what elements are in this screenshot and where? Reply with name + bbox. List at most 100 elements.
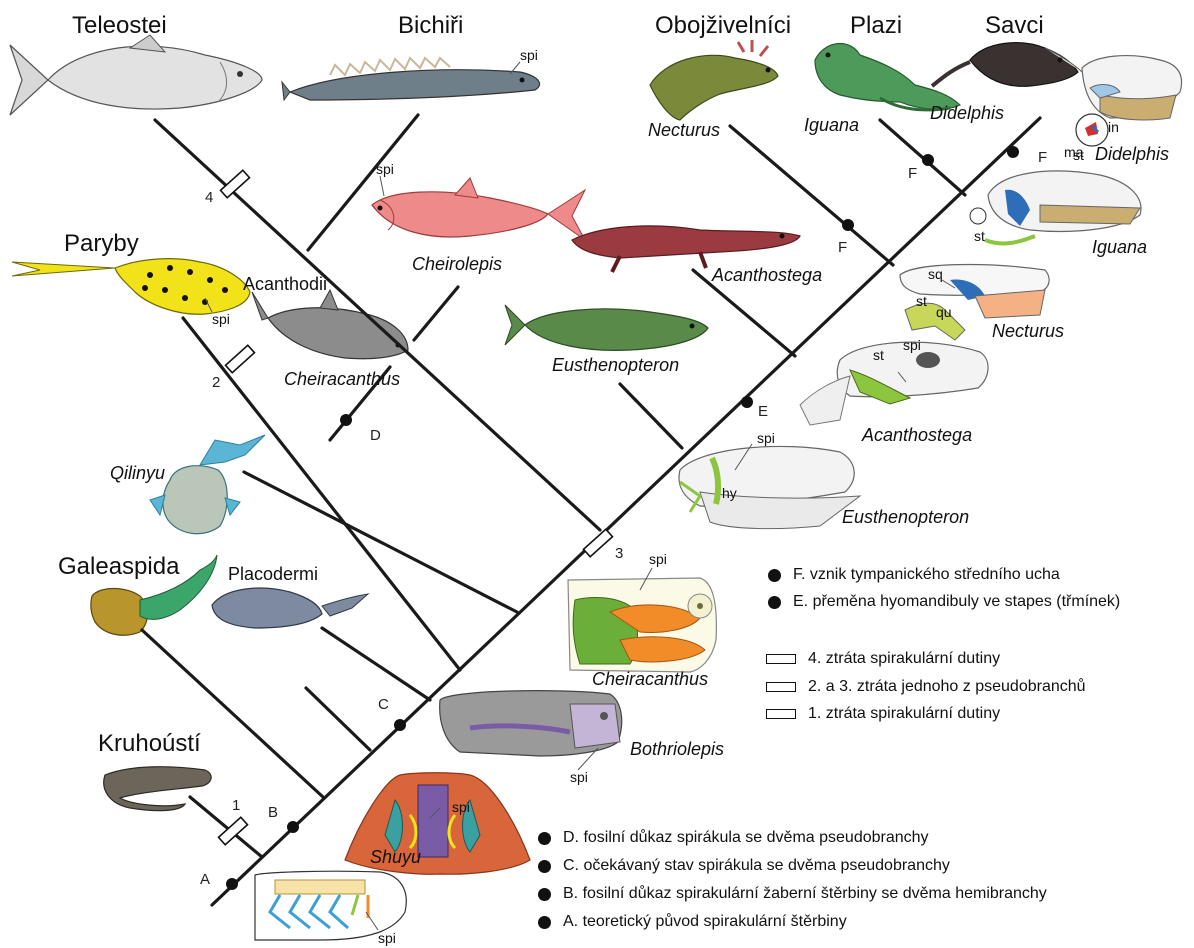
taxon-iguana-skull: Iguana	[1092, 238, 1147, 256]
eusthenopteron-illustration	[505, 305, 708, 350]
legend-top-item: 4. ztráta spirakulární dutiny	[766, 650, 1000, 668]
label-galeaspida: Galeaspida	[58, 555, 179, 579]
hy-label-eusthenopteron: hy	[722, 486, 737, 500]
cheiracanthus-head-diagram	[568, 578, 716, 672]
legend-dot-icon	[538, 916, 551, 929]
st-label-acanthostega: st	[873, 348, 884, 362]
legend-top-item: E. přeměna hyomandibuly ve stapes (třmín…	[768, 593, 1120, 611]
node-label-C: C	[378, 697, 389, 712]
taxon-acanthostega-skull: Acanthostega	[862, 426, 972, 444]
legend-text: D. fosilní důkaz spirákula se dvěma pseu…	[563, 829, 929, 847]
legend-text: C. očekávaný stav spirákula se dvěma pse…	[563, 857, 950, 875]
spi-label-acanthostega: spi	[903, 338, 921, 352]
legend-dot-icon	[768, 596, 781, 609]
spi-label-cheirolepis: spi	[376, 162, 394, 176]
legend-bottom-item: A. teoretický původ spirakulární štěrbin…	[538, 913, 847, 931]
bichiri-illustration	[282, 58, 540, 100]
node-label-F-iguana: F	[908, 166, 917, 181]
st-label-necturus: st	[916, 294, 927, 308]
legend-bottom-item: D. fosilní důkaz spirákula se dvěma pseu…	[538, 829, 929, 847]
taxon-bothriolepis: Bothriolepis	[630, 740, 724, 758]
node-label-1: 1	[232, 798, 240, 813]
legend-bar-icon	[766, 709, 796, 719]
label-obojzivelnici: Obojživelníci	[655, 14, 791, 38]
qilinyu-illustration	[150, 435, 265, 534]
taxon-cheirolepis: Cheirolepis	[412, 255, 502, 273]
legend-text: A. teoretický původ spirakulární štěrbin…	[563, 913, 847, 931]
node-label-B: B	[268, 805, 278, 820]
taxon-didelphis: Didelphis	[930, 104, 1004, 122]
spi-label-bothriolepis: spi	[570, 770, 588, 784]
spi-label-paryby: spi	[212, 312, 230, 326]
legend-dot-icon	[768, 569, 781, 582]
label-bichiri: Bichiři	[398, 14, 463, 38]
node-label-3: 3	[615, 546, 623, 561]
node-label-E: E	[758, 404, 768, 419]
didelphis-skull	[1076, 56, 1182, 146]
paryby-illustration	[12, 259, 250, 315]
in-label-didelphis: in	[1108, 120, 1119, 134]
label-acanthodii: Acanthodii	[243, 275, 327, 293]
taxon-acanthostega: Acanthostega	[712, 266, 822, 284]
didelphis-illustration	[932, 43, 1082, 87]
node-label-2: 2	[212, 375, 220, 390]
placodermi-illustration	[212, 588, 368, 628]
label-kruhousti: Kruhoústí	[98, 732, 201, 756]
node-label-A: A	[200, 872, 210, 887]
qu-label-necturus: qu	[936, 305, 952, 319]
cheirolepis-illustration	[372, 178, 585, 240]
iguana-skull	[970, 171, 1141, 243]
sq-label-necturus: sq	[928, 267, 943, 281]
legend-text: 4. ztráta spirakulární dutiny	[808, 650, 1000, 668]
label-paryby: Paryby	[64, 232, 139, 256]
legend-dot-icon	[538, 860, 551, 873]
node-label-D: D	[370, 428, 381, 443]
legend-text: 1. ztráta spirakulární dutiny	[808, 705, 1000, 723]
label-placodermi: Placodermi	[228, 565, 318, 583]
taxon-necturus-skull: Necturus	[992, 322, 1064, 340]
necturus-illustration	[650, 40, 778, 120]
spi-label-eusthenopteron: spi	[757, 431, 775, 445]
label-savci: Savci	[985, 14, 1044, 38]
taxon-eusthenopteron: Eusthenopteron	[552, 356, 679, 374]
taxon-qilinyu: Qilinyu	[110, 464, 165, 482]
node-label-F-didelphis: F	[1038, 150, 1047, 165]
taxon-didelphis-skull: Didelphis	[1095, 145, 1169, 163]
label-plazi: Plazi	[850, 14, 902, 38]
legend-bottom-item: B. fosilní důkaz spirakulární žaberní št…	[538, 885, 1047, 903]
node-label-4: 4	[205, 190, 213, 205]
legend-bar-icon	[766, 682, 796, 692]
legend-dot-icon	[538, 832, 551, 845]
legend-top-item: 2. a 3. ztráta jednoho z pseudobranchů	[766, 678, 1086, 696]
teleostei-illustration	[10, 35, 262, 115]
spi-label-root: spi	[378, 931, 396, 945]
bothriolepis-diagram	[440, 691, 622, 756]
taxon-necturus: Necturus	[648, 121, 720, 139]
st-label-iguana: st	[974, 229, 985, 243]
node-label-F-necturus: F	[838, 240, 847, 255]
taxon-iguana: Iguana	[804, 116, 859, 134]
legend-text: E. přeměna hyomandibuly ve stapes (třmín…	[793, 593, 1120, 611]
spi-label-cheiracanthus: spi	[649, 552, 667, 566]
legend-text: B. fosilní důkaz spirakulární žaberní št…	[563, 885, 1047, 903]
iguana-illustration	[815, 44, 960, 110]
legend-bottom-item: C. očekávaný stav spirákula se dvěma pse…	[538, 857, 950, 875]
legend-top-item: 1. ztráta spirakulární dutiny	[766, 705, 1000, 723]
leader-lines	[205, 62, 955, 930]
legend-text: 2. a 3. ztráta jednoho z pseudobranchů	[808, 678, 1086, 696]
taxon-cheiracanthus-head: Cheiracanthus	[592, 670, 708, 688]
spi-label-bichir: spi	[520, 48, 538, 62]
eusthenopteron-skull	[679, 446, 860, 528]
label-teleostei: Teleostei	[72, 14, 167, 38]
legend-top-item: F. vznik tympanického středního ucha	[768, 566, 1060, 584]
spi-label-shuyu: spi	[452, 800, 470, 814]
taxon-shuyu: Shuyu	[370, 848, 421, 866]
kruhousti-illustration	[104, 767, 211, 811]
taxon-cheiracanthus: Cheiracanthus	[284, 370, 400, 388]
acanthodii-illustration	[252, 290, 408, 359]
taxon-eusthenopteron-skull: Eusthenopteron	[842, 508, 969, 526]
ma-label-didelphis: ma	[1064, 145, 1083, 159]
acanthostega-skull	[800, 342, 988, 425]
legend-bar-icon	[766, 654, 796, 664]
